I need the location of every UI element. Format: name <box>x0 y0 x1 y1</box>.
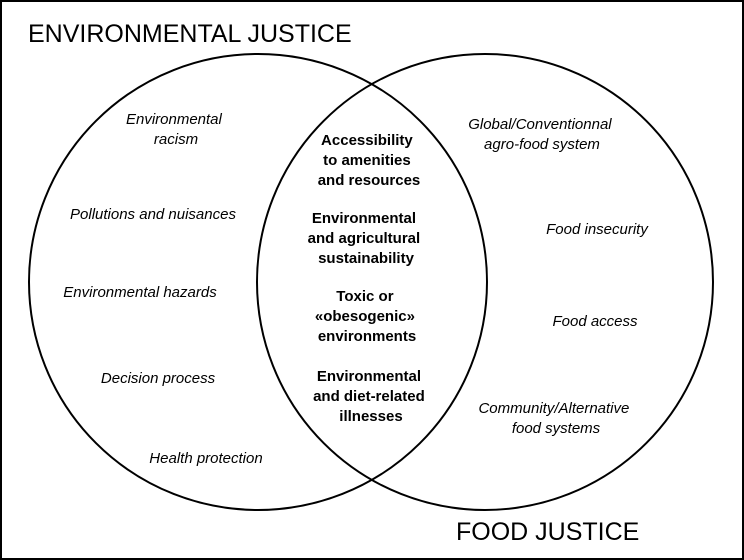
center-item: Environmental and agricultural sustainab… <box>308 210 425 267</box>
left-item: Decision process <box>101 370 216 387</box>
left-item: Health protection <box>149 450 262 467</box>
center-item: Toxic or «obesogenic» environments <box>315 288 419 345</box>
left-item: Environmental racism <box>126 111 226 148</box>
left-item: Pollutions and nuisances <box>70 206 236 223</box>
left-item: Environmental hazards <box>63 284 217 301</box>
right-item: Food insecurity <box>546 221 649 238</box>
right-item: Community/Alternative food systems <box>478 400 633 437</box>
food-justice-title: FOOD JUSTICE <box>456 518 639 546</box>
environmental-justice-circle <box>28 53 488 511</box>
center-item: Accessibility to amenities and resources <box>318 132 421 189</box>
center-item: Environmental and diet-related illnesses <box>313 368 429 425</box>
environmental-justice-title: ENVIRONMENTAL JUSTICE <box>28 20 352 48</box>
right-item: Food access <box>552 313 638 330</box>
right-item: Global/Conventionnal agro-food system <box>468 116 616 153</box>
food-justice-circle <box>256 53 714 511</box>
